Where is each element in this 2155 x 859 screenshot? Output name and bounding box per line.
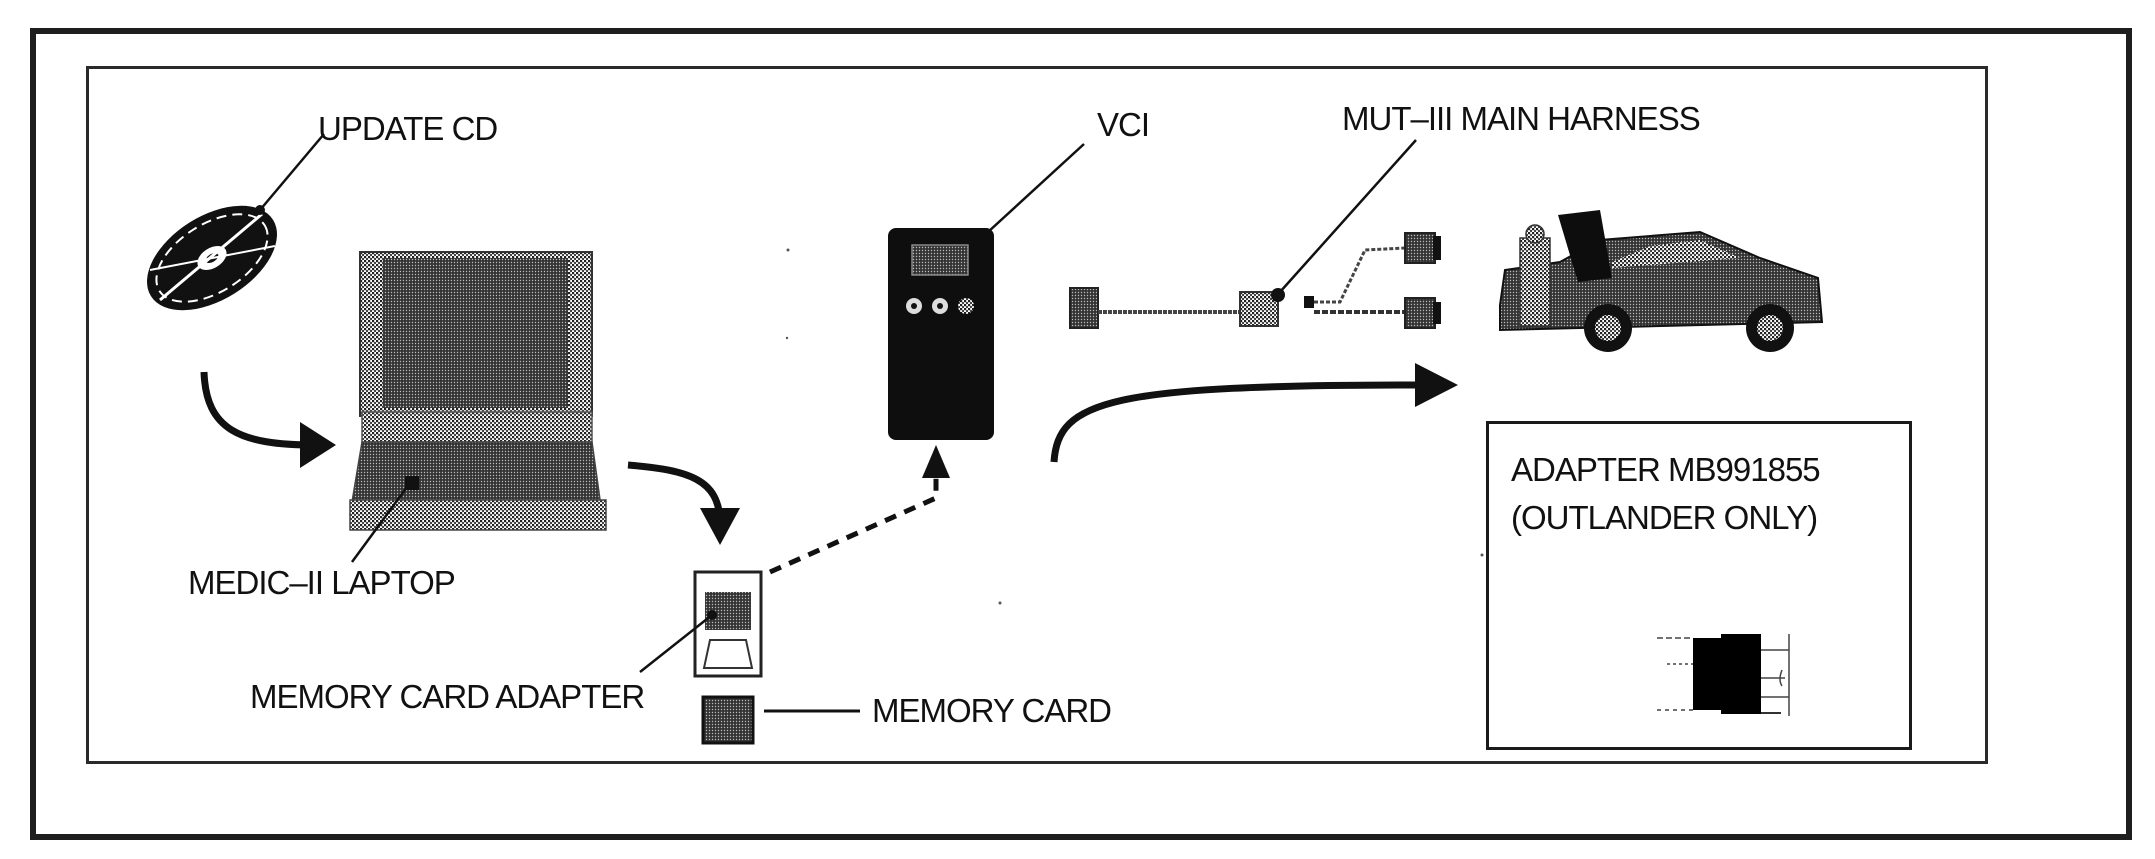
car-icon [1499,210,1824,352]
memory-card-adapter-label: MEMORY CARD ADAPTER [250,678,645,715]
update-cd-label: UPDATE CD [318,110,498,147]
arrow-cd-to-laptop [200,371,316,449]
update-cd-leader [255,133,325,215]
adapter-inset-box: ADAPTER MB991855 (OUTLANDER ONLY) [1486,421,1912,750]
arrow-laptop-to-adapter [627,461,724,521]
scan-specks [785,248,1484,605]
inner-frame [86,66,1988,764]
mut-harness-label: MUT–III MAIN HARNESS [1342,100,1701,137]
memory-card-icon [701,695,755,745]
arrow-vci-to-car [1050,381,1421,463]
memory-card-adapter-leader [639,614,713,673]
arrowhead-cd-to-laptop [300,422,336,468]
outer-frame [30,28,2132,840]
memory-card-label: MEMORY CARD [872,692,1112,729]
card-adapter-icon [693,570,763,678]
harness-cable-icon [1069,232,1441,329]
dashed-arrow-adapter-to-vci [768,470,939,575]
arrowhead-laptop-to-adapter [700,508,740,545]
cd-disc-icon [147,205,277,311]
medic-laptop-label: MEDIC–II LAPTOP [188,564,456,601]
adapter-applicability: (OUTLANDER ONLY) [1511,499,1818,536]
vci-device-icon [888,228,994,440]
arrowhead-vci-to-car [1415,363,1458,407]
medic-laptop-leader [350,482,412,563]
connector-adapter-icon [1657,634,1790,716]
arrowhead-adapter-to-vci [922,445,950,478]
adapter-part-number: ADAPTER MB991855 [1511,451,1821,488]
vci-label: VCI [1097,106,1150,143]
laptop-icon [349,251,607,531]
adapter-inset-label: ADAPTER MB991855 (OUTLANDER ONLY) [1511,446,1821,542]
vci-leader [987,143,1085,233]
mut-harness-leader [1279,139,1417,293]
